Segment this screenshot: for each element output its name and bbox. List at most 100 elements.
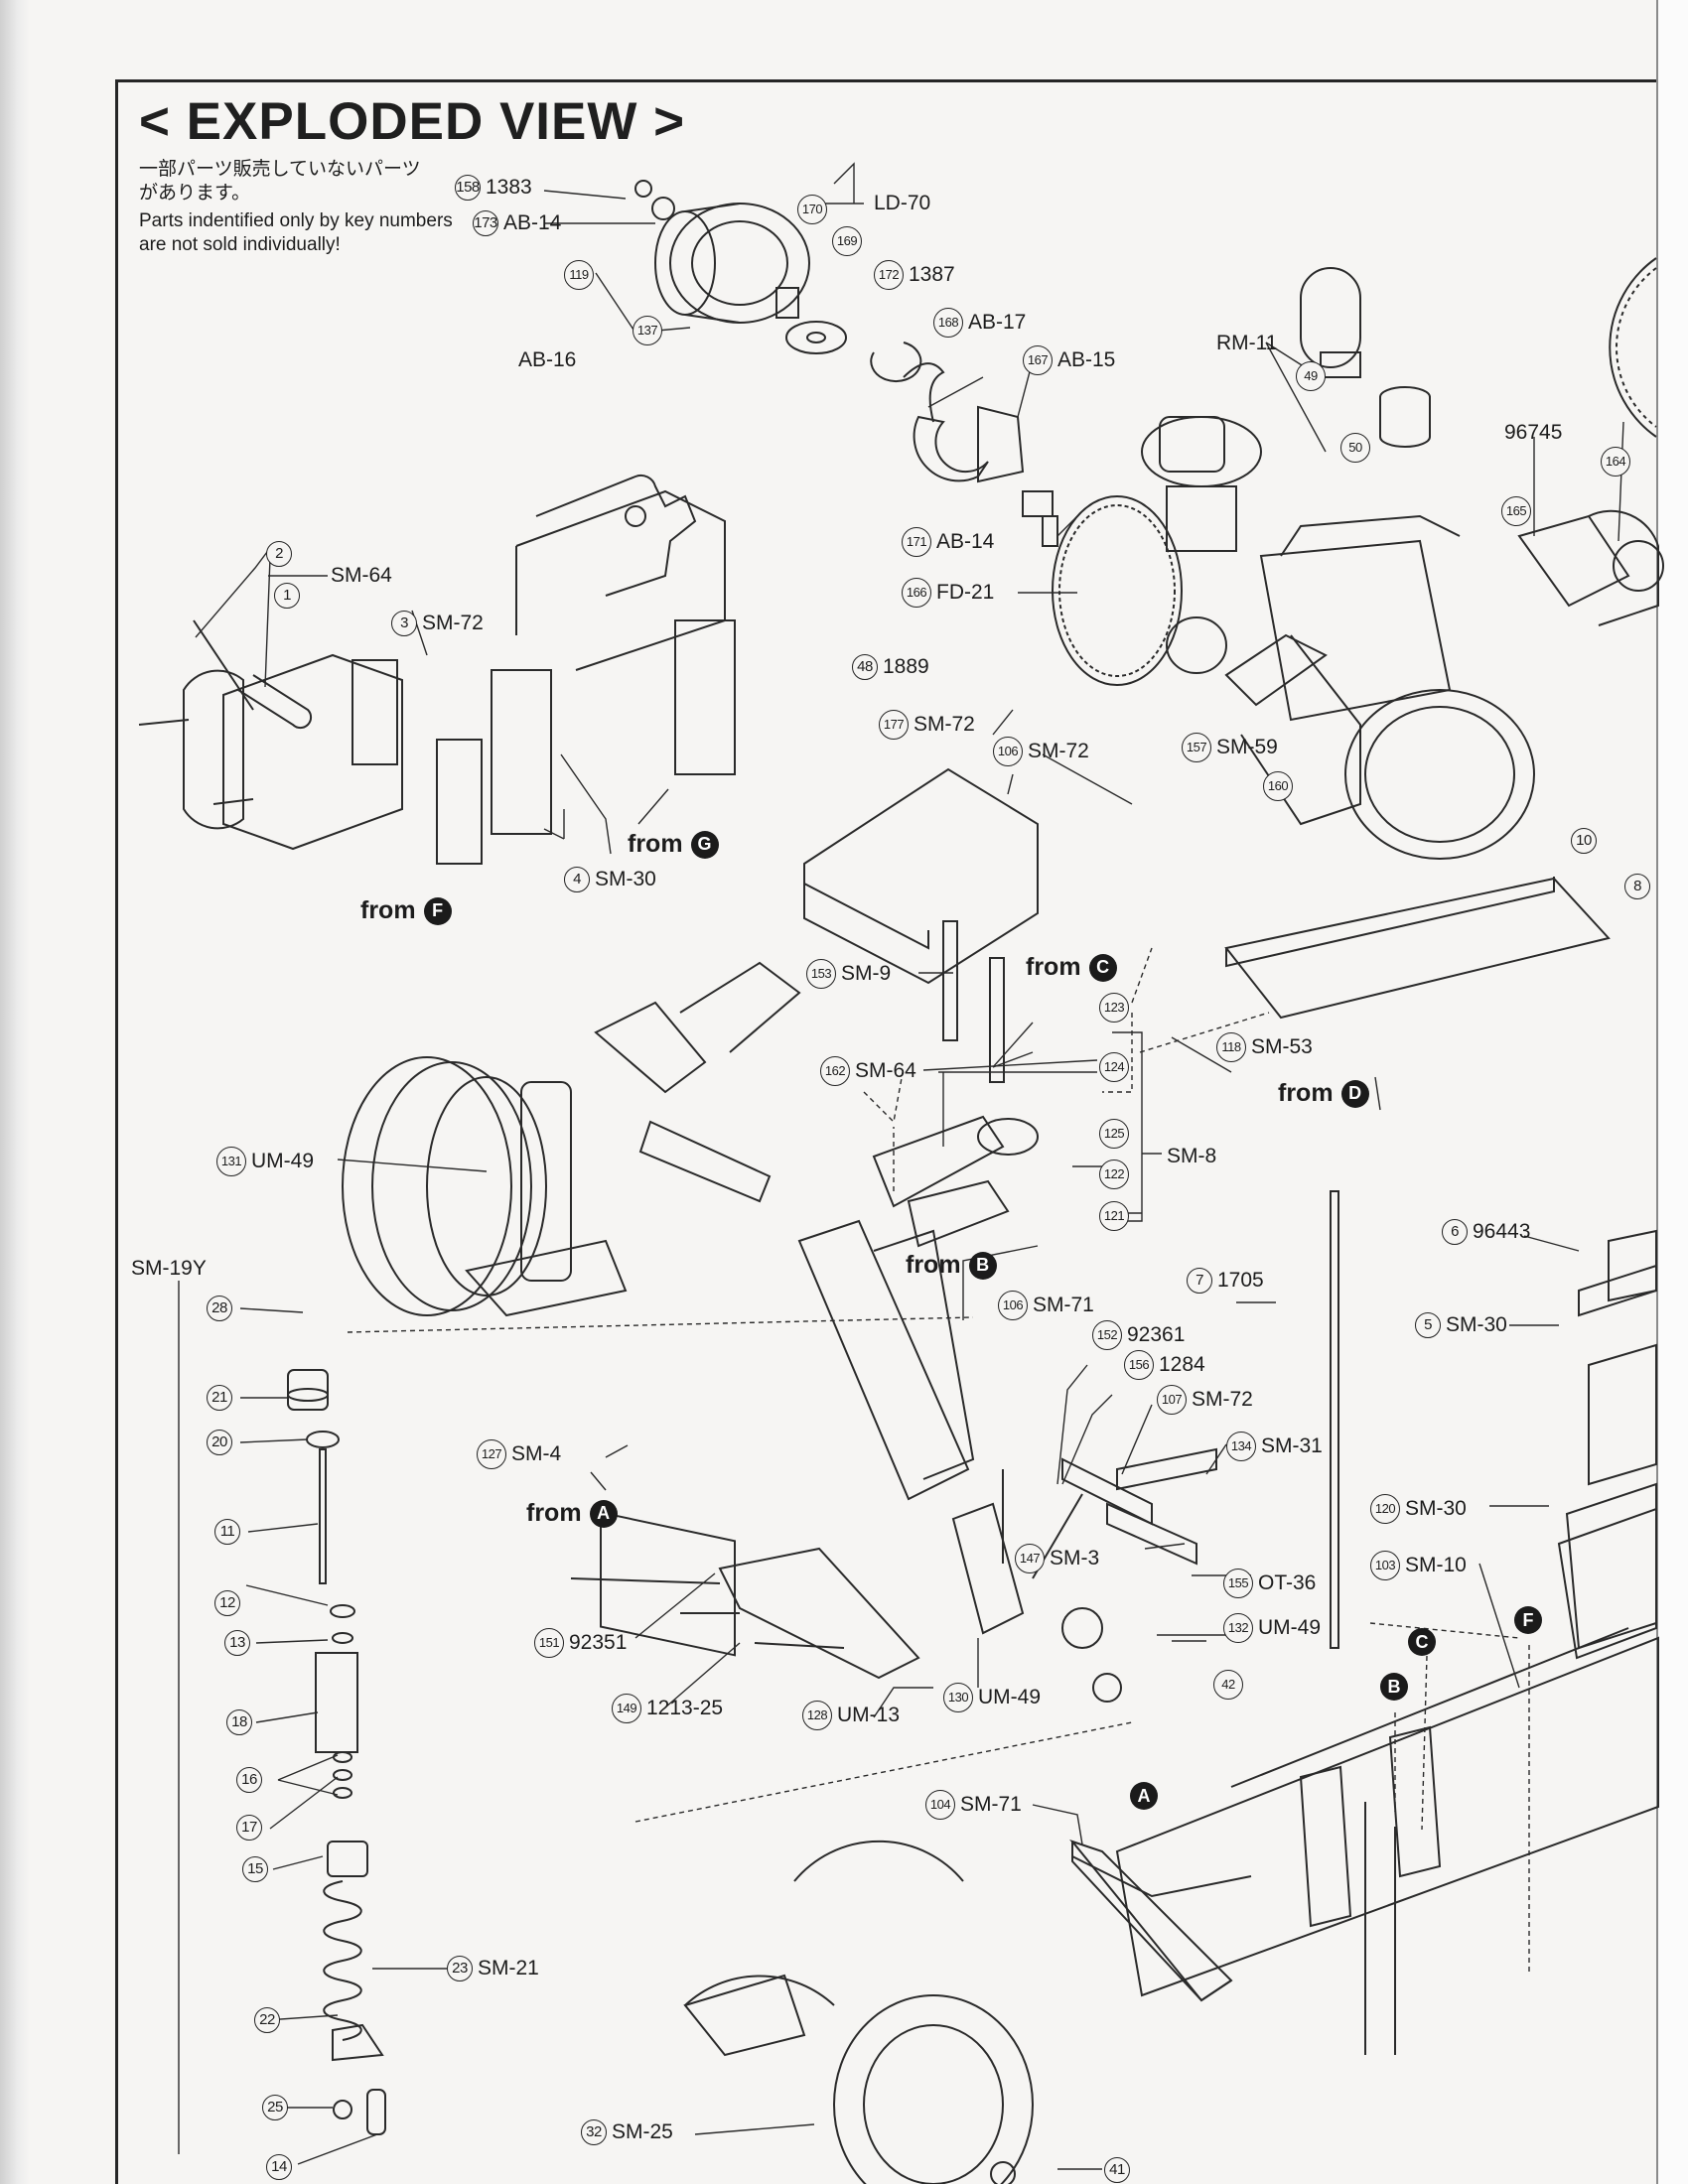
callout-sm19y: SM-19Y: [131, 1257, 207, 1280]
callout-121: 121: [1099, 1201, 1134, 1231]
callout-12: 12: [214, 1590, 245, 1616]
callout-25: 25: [262, 2095, 293, 2120]
callout-119: 119: [564, 260, 599, 290]
steering-bellcrank-drawing: [594, 961, 1039, 1248]
small-parts-row: [634, 180, 1058, 547]
marker-B: B: [1380, 1673, 1408, 1701]
leader-lines: [178, 162, 1624, 2170]
clutch-bell-drawing: [654, 203, 810, 324]
front-wheel-drawing: [342, 1056, 628, 1317]
frame-left-border: [115, 79, 118, 2184]
marker-C: C: [1408, 1628, 1436, 1656]
callout-124: 124: [1099, 1052, 1134, 1082]
callout-13: 13: [224, 1630, 255, 1656]
callout-169: 169: [832, 226, 867, 256]
chassis-tub-drawing: [1071, 1627, 1659, 2055]
callout-rm11: RM-11: [1216, 332, 1278, 354]
frame-top-border: [115, 79, 1656, 82]
spur-gear-drawing: [1052, 495, 1227, 686]
callout-2: 2: [266, 541, 297, 567]
callout-ld70: LD-70: [874, 192, 931, 214]
callout-21: 21: [207, 1385, 237, 1411]
antenna-rod-drawing: [1330, 1190, 1339, 1649]
callout-122: 122: [1099, 1160, 1134, 1189]
callout-sm8: SM-8: [1167, 1145, 1217, 1167]
marker-A: A: [1130, 1782, 1158, 1810]
page-edge-shadow: [0, 0, 30, 2184]
callout-18: 18: [226, 1709, 257, 1735]
lower-arm-drawing: [570, 1547, 920, 1680]
callout-42: 42: [1213, 1670, 1248, 1700]
front-bumper-drawing: [1069, 1839, 1233, 2002]
shock-absorber-exploded: [287, 1369, 386, 2135]
callout-sm64: SM-64: [331, 564, 392, 587]
callout-125: 125: [1099, 1119, 1134, 1149]
callout-ab16: AB-16: [518, 348, 577, 371]
front-bulkhead-drawing: [600, 1219, 975, 1657]
callout-165: 165: [1501, 496, 1536, 526]
servo-saver-drawing: [535, 474, 697, 597]
callout-50: 50: [1340, 433, 1375, 463]
callout-164: 164: [1601, 447, 1635, 477]
large-gear-partial: [1609, 257, 1657, 438]
engine-plate-drawing: [1224, 877, 1611, 1020]
callout-123: 123: [1099, 993, 1134, 1023]
engine-drawing: [1141, 267, 1535, 860]
servo-drawing: [138, 619, 403, 851]
note-japanese: 一部パーツ販売していないパーツがあります。: [139, 158, 421, 204]
marker-F: F: [1514, 1606, 1542, 1634]
callout-22: 22: [254, 2007, 285, 2033]
callout-1: 1: [274, 583, 305, 609]
callout-16: 16: [236, 1767, 267, 1793]
exhaust-drawing: [1517, 509, 1664, 626]
knuckle-drawing: [951, 1469, 1122, 1703]
receiver-box-drawing: [1557, 1229, 1657, 1660]
callout-28: 28: [207, 1296, 237, 1321]
upper-plate-drawing: [803, 767, 1039, 1083]
callout-8: 8: [1624, 874, 1655, 899]
callout-10: 10: [1571, 828, 1602, 854]
callout-49: 49: [1296, 361, 1331, 391]
callout-15: 15: [242, 1856, 273, 1882]
callout-17: 17: [236, 1815, 267, 1841]
